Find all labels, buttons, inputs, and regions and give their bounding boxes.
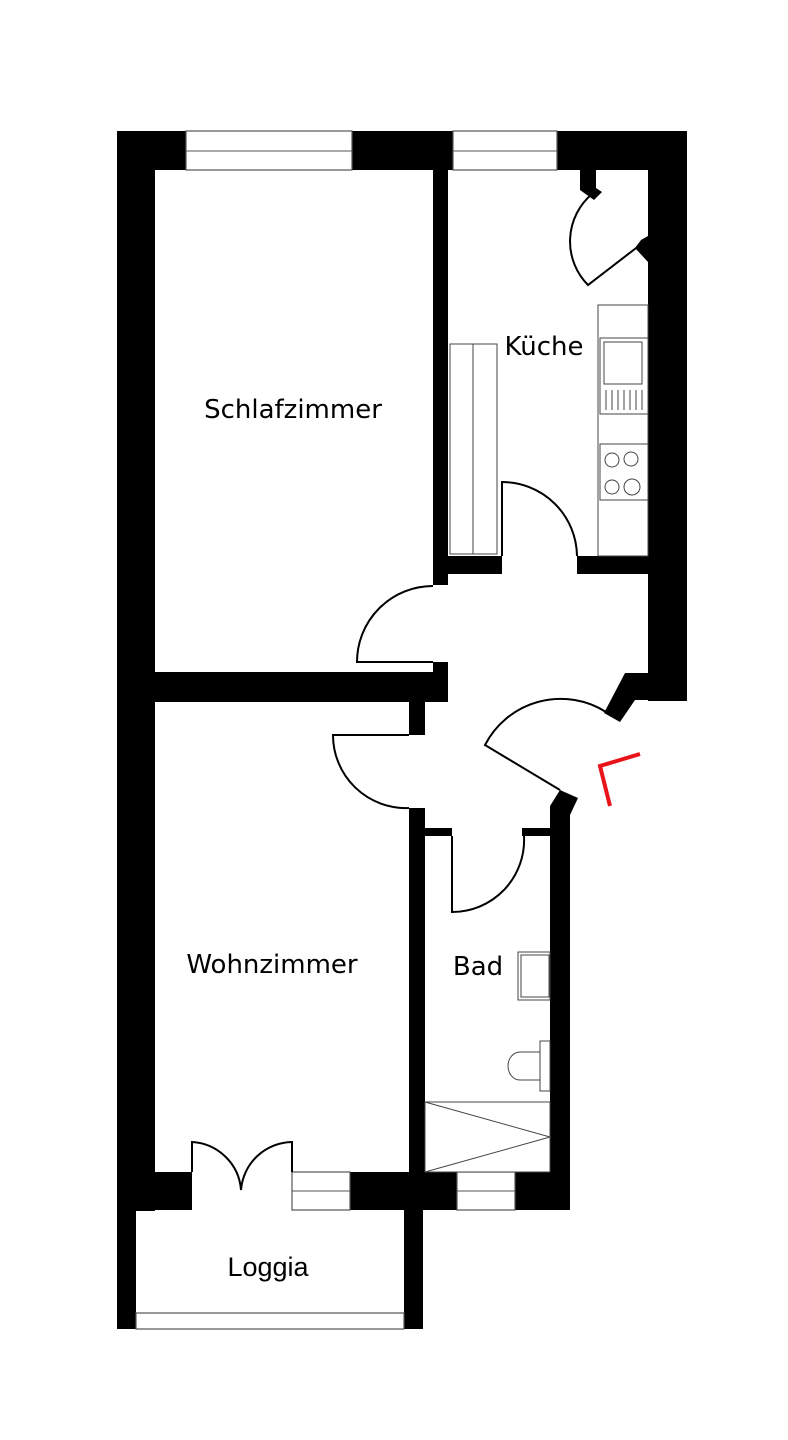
label-schlafzimmer: Schlafzimmer (204, 395, 382, 425)
label-loggia: Loggia (227, 1252, 309, 1282)
walls (117, 131, 687, 1329)
door-kueche (501, 480, 578, 557)
label-kueche: Küche (504, 332, 583, 362)
kitchen-fixtures (449, 304, 649, 557)
door-bad (451, 835, 526, 914)
door-schlafzimmer (355, 585, 434, 663)
door-wohnzimmer (331, 734, 410, 810)
windows (135, 130, 558, 1330)
label-wohnzimmer: Wohnzimmer (186, 950, 358, 980)
toilet-icon (507, 1051, 541, 1081)
doors (191, 193, 641, 1191)
bath-fixtures (424, 951, 552, 1173)
door-pantry (569, 193, 641, 287)
label-bad: Bad (453, 952, 503, 982)
door-entrance (483, 697, 607, 791)
entrance-marker (597, 752, 641, 807)
bathtub-icon (424, 1101, 552, 1173)
door-loggia (191, 1140, 293, 1191)
